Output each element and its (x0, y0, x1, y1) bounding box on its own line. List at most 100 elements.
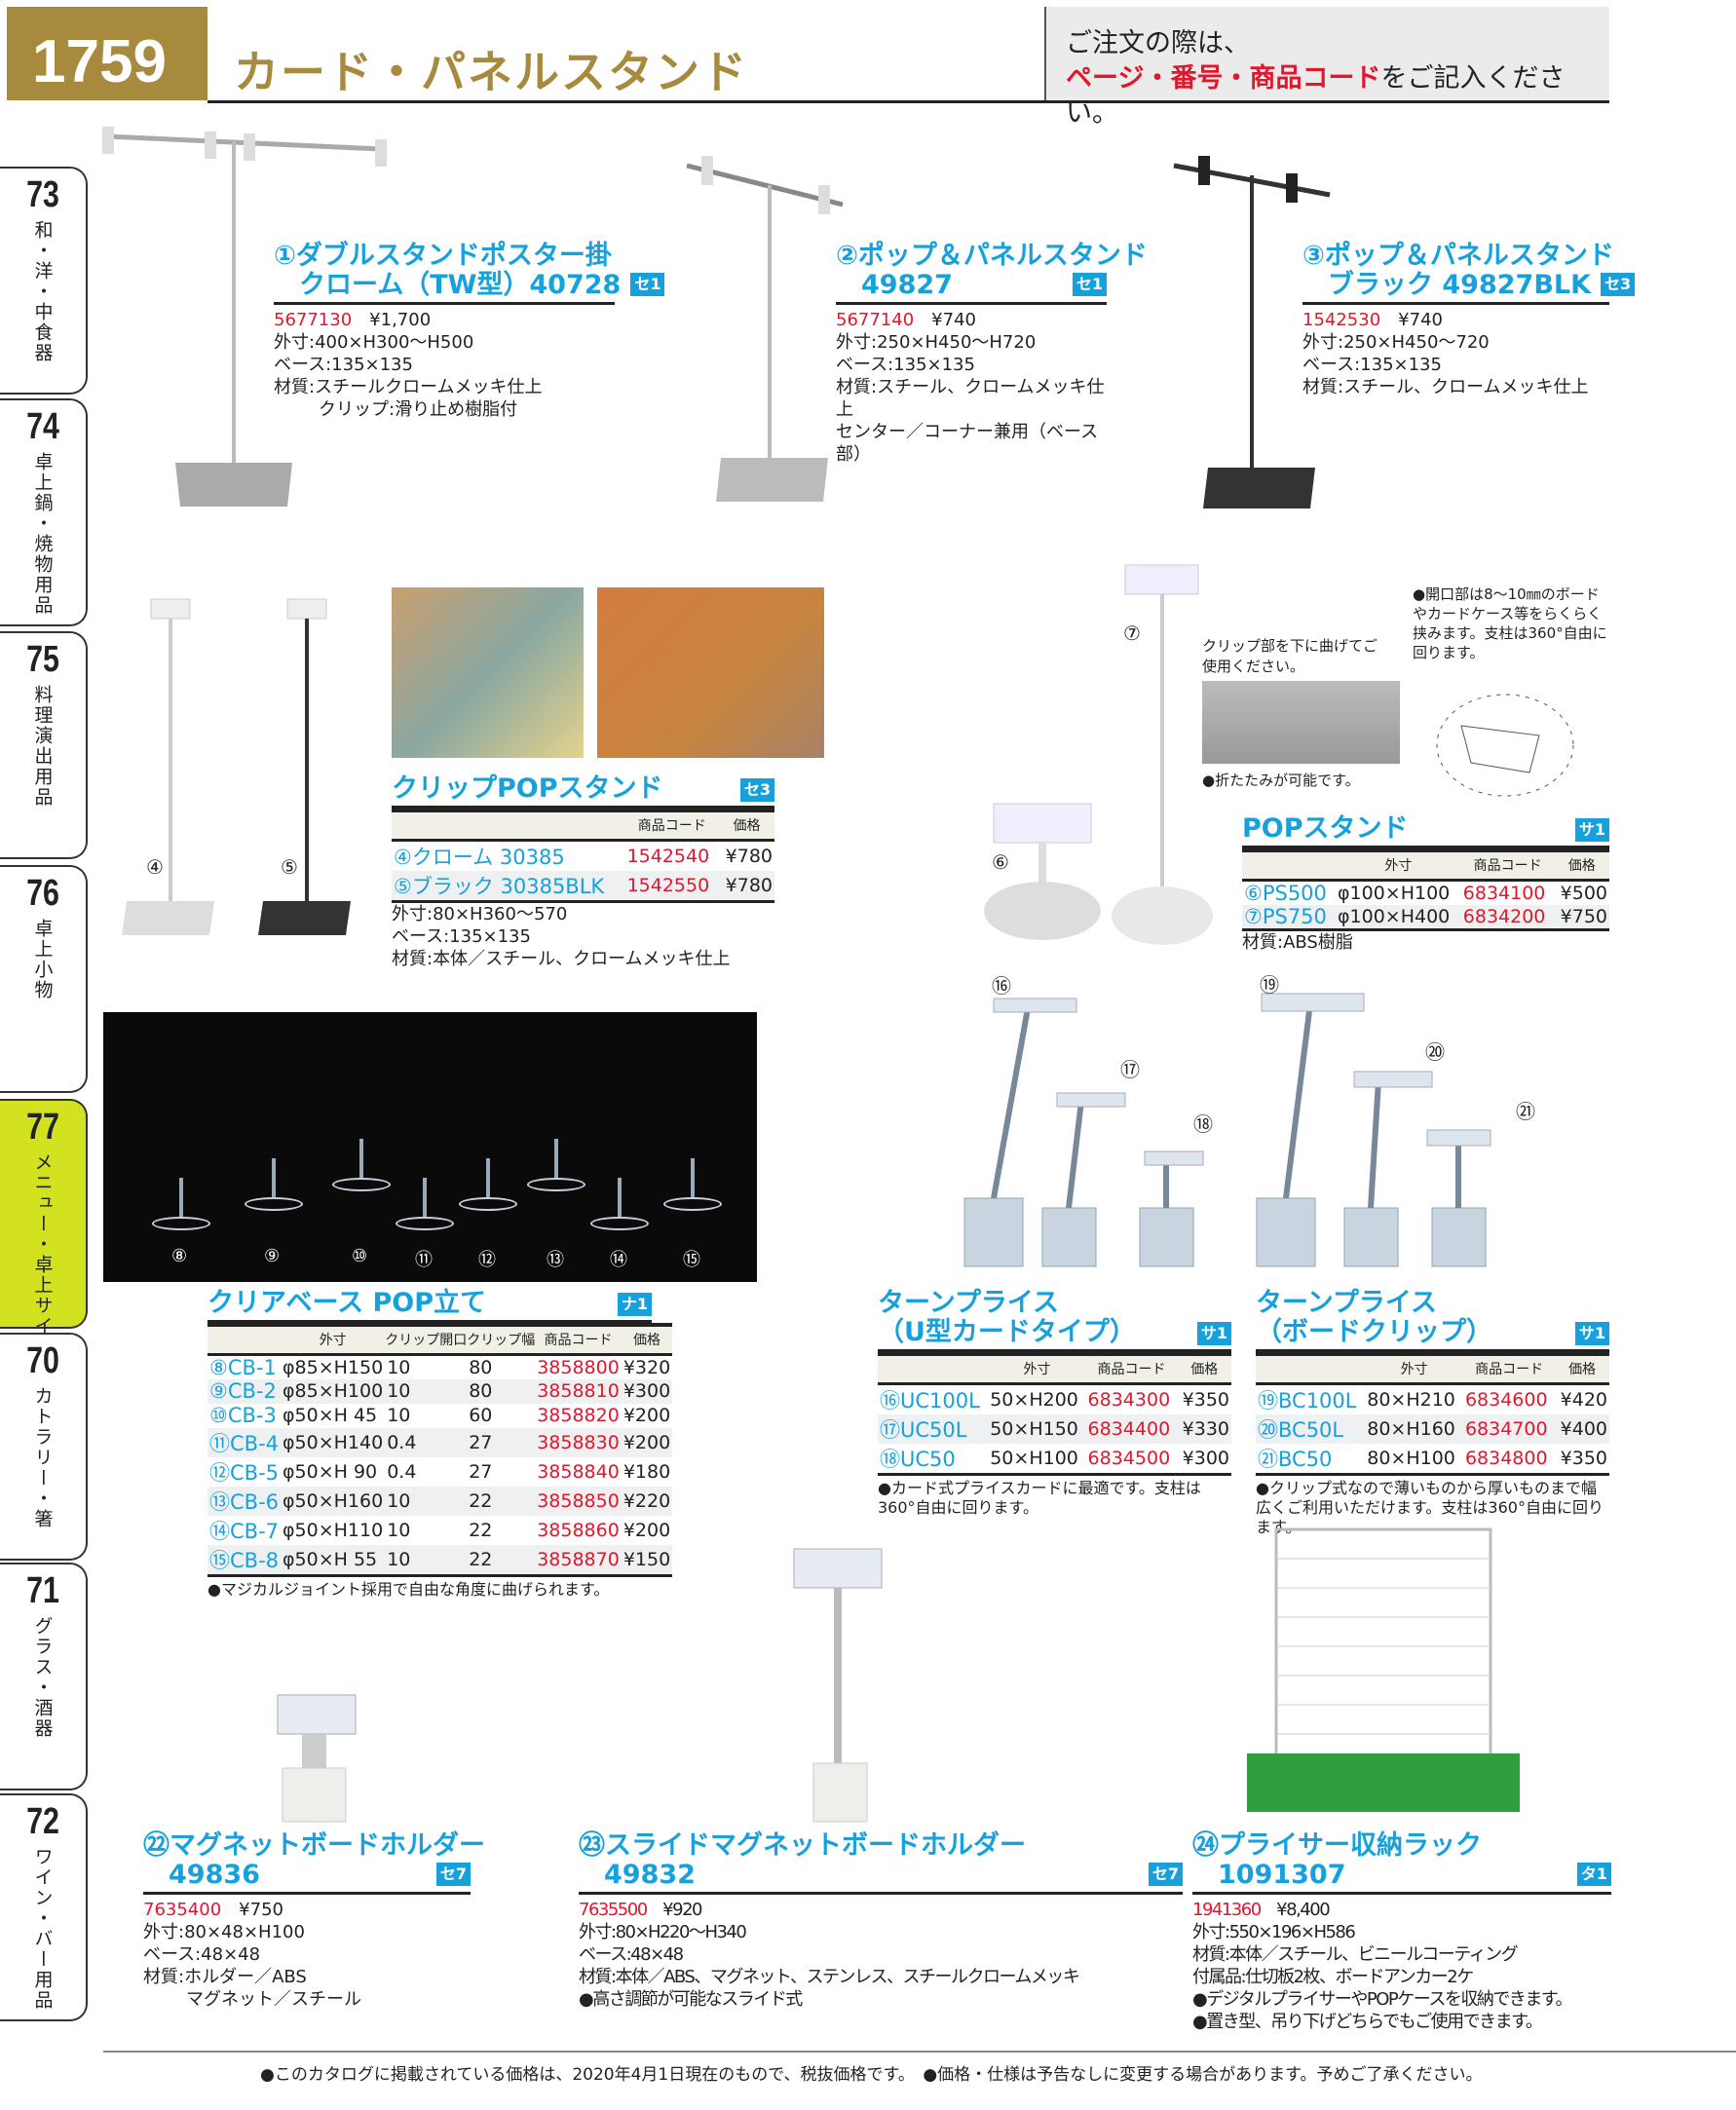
price: ¥750 (239, 1900, 283, 1920)
cell: ㉑BC50 (1256, 1443, 1366, 1476)
column-header: クリップ開口 (385, 1323, 468, 1356)
spec-line: クリップ:滑り止め樹脂付 (319, 399, 518, 420)
cell: ⑮CB-8 (208, 1544, 282, 1577)
spec-line: 外寸:80×48×H100 (143, 1922, 305, 1942)
cell: 3858830 (535, 1427, 622, 1457)
supplier-badge: セ1 (630, 273, 665, 296)
cell: ⑲BC100L (1258, 1388, 1357, 1413)
spec-line: 付属品:仕切板2枚、ボードアンカー2ケ (1192, 1967, 1474, 1987)
cell: 6834500 (1085, 1443, 1178, 1476)
cell: ¥780 (725, 845, 773, 867)
column-header: 商品コード (1462, 1352, 1556, 1385)
spec-line: 外寸:250×H450～H720 (836, 332, 1037, 353)
label-4: ④ (146, 855, 164, 879)
cell: ¥320 (623, 1356, 671, 1378)
title-line2: 49836 (169, 1860, 260, 1890)
tab-number: 72 (26, 1801, 59, 1842)
opening-note: ●開口部は8～10㎜のボードやカードケース等をらくらく挟みます。支柱は360°自… (1413, 585, 1607, 661)
label-7: ⑦ (1123, 622, 1141, 645)
section-title: ターンプライス（U型カードタイプ）サ1 (878, 1289, 1231, 1352)
cell: 3858810 (535, 1378, 622, 1404)
cell: φ85×H150 (283, 1356, 384, 1378)
supplier-badge: セ3 (1601, 273, 1636, 296)
cell: 80 (467, 1378, 536, 1404)
label-17: ⑰ (1120, 1058, 1140, 1081)
cell: ⑯UC100L (880, 1388, 980, 1413)
tab-number: 76 (26, 873, 59, 914)
tab-number: 75 (26, 639, 59, 680)
spec-line: 外寸:80×H220～H340 (579, 1922, 747, 1942)
supplier-badge: セ1 (1072, 273, 1107, 296)
spec-line: ●置き型、吊り下げどちらでもご使用できます。 (1192, 2012, 1543, 2032)
tab-label: 和・洋・中食器 (31, 220, 54, 363)
cell: ¥200 (621, 1427, 673, 1457)
cell: ⑨CB-2 (208, 1378, 282, 1404)
spec-line: マグネット／スチール (186, 1989, 361, 2010)
cell: 60 (469, 1405, 493, 1426)
title-line2: 49827 (861, 270, 953, 300)
side-tab-76[interactable]: 76 卓上小物 (0, 865, 88, 1093)
cell: ¥400 (1555, 1413, 1609, 1444)
price: ¥920 (662, 1900, 702, 1920)
cell: ⑩CB-3 (209, 1404, 277, 1427)
spec-line: ●デジタルプライサーやPOPケースを収納できます。 (1192, 1989, 1573, 2010)
column-header: 外寸 (1335, 848, 1461, 882)
spec-line: ベース:135×135 (836, 355, 975, 375)
price: ¥8,400 (1276, 1900, 1330, 1920)
clear-stand-14 (590, 1178, 649, 1231)
tab-label: 卓上小物 (31, 919, 54, 1000)
clear-stand-15 (663, 1158, 722, 1212)
order-notice: ご注文の際は、 ページ・番号・商品コードをご記入ください。 (1044, 7, 1609, 129)
product-24-image (1247, 1527, 1520, 1812)
spec-line: ベース:48×48 (143, 1944, 261, 1965)
cell: ⑥PS500 (1244, 881, 1327, 905)
cell: 6834600 (1464, 1388, 1548, 1411)
cell: ⑱UC50 (878, 1443, 989, 1476)
title: クリアベース POP立て (208, 1288, 487, 1318)
cell: 6834400 (1085, 1413, 1178, 1444)
fold-note: ●折たたみが可能です。 (1202, 772, 1360, 789)
column-header (1242, 848, 1336, 882)
spec-line: 材質:本体／スチール、クロームメッキ仕上 (392, 948, 731, 969)
spec-line: ベース:48×48 (579, 1944, 684, 1965)
supplier-badge: セ7 (435, 1863, 471, 1886)
label-13: ⑬ (547, 1250, 564, 1270)
cell: 80×H210 (1367, 1388, 1455, 1411)
title-row2: 49827 セ1 (836, 271, 1107, 300)
clear-stand-11 (396, 1178, 454, 1231)
section-title: クリアベース POP立てナ1 (208, 1289, 652, 1323)
cell: φ50×H 90 (283, 1460, 378, 1483)
cell: 50×H100 (988, 1443, 1086, 1476)
column-header: クリップ幅 (467, 1323, 536, 1356)
spec-line: 材質:ホルダー／ABS (143, 1967, 307, 1987)
cell: 27 (469, 1460, 493, 1483)
title-line1: ㉔プライサー収納ラック (1192, 1830, 1482, 1861)
product-code: 5677140 (836, 310, 915, 330)
tab-label: 料理演出用品 (31, 685, 54, 808)
cell: ⑤ブラック 30385BLK (392, 870, 625, 903)
section-title: ターンプライス（ボードクリップ）サ1 (1256, 1289, 1609, 1352)
title-line1: ㉒マグネットボードホルダー (143, 1830, 485, 1861)
price: ¥740 (931, 310, 976, 330)
supplier-badge: サ1 (1196, 1322, 1231, 1345)
side-tab-75[interactable]: 75 料理演出用品 (0, 631, 88, 859)
